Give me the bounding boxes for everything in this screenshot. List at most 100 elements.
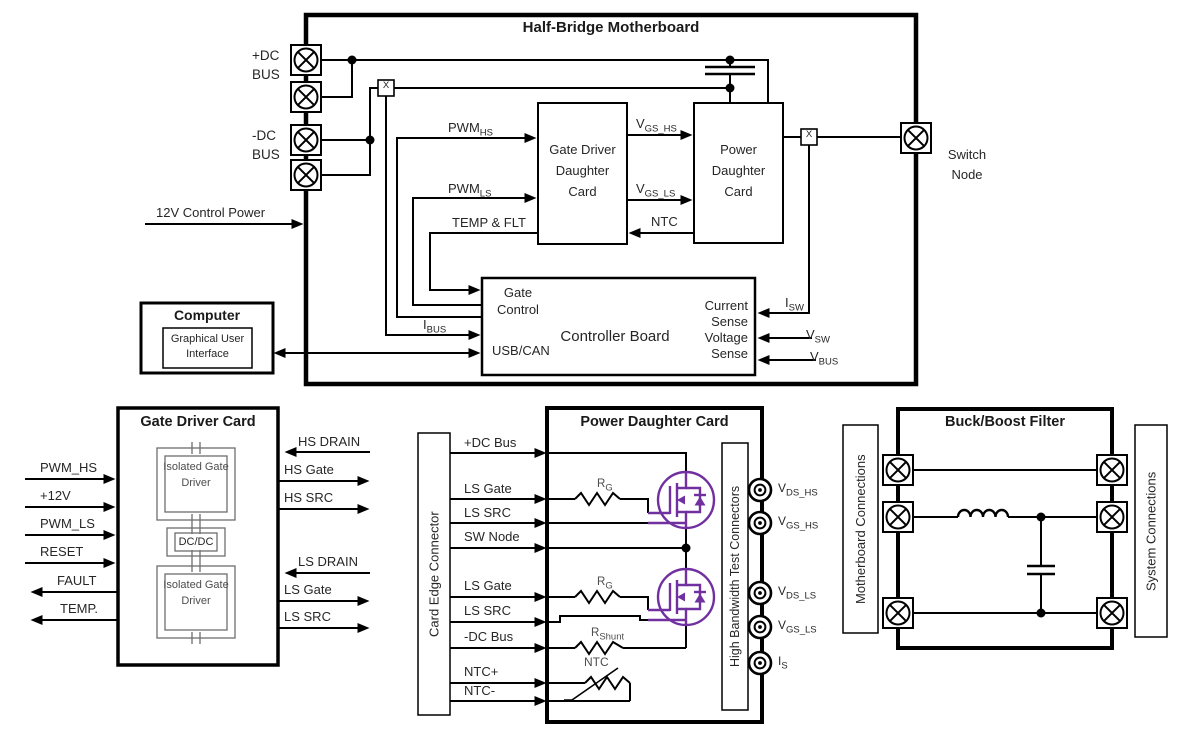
isolated-gate-driver-2-label: Isolated Gate Driver bbox=[163, 579, 229, 607]
dc-plus-jog-wire bbox=[321, 60, 353, 98]
vgs-hs-test-label: VGS_HS bbox=[778, 514, 819, 532]
temp-flt-label: TEMP & FLT bbox=[452, 215, 526, 230]
gate-driver-daughter-card-box bbox=[537, 102, 628, 245]
vds-ls-test-label: VDS_LS bbox=[778, 584, 817, 602]
control-power-label: 12V Control Power bbox=[156, 205, 266, 220]
vgs-ls-test-connector bbox=[747, 614, 773, 640]
rshunt-label: RShunt bbox=[591, 627, 625, 643]
vgs-ls-test-label: VGS_LS bbox=[778, 618, 817, 636]
temp-flt-wire bbox=[429, 232, 538, 295]
filter-left-connector-2 bbox=[882, 501, 914, 533]
rg1-resistor-icon bbox=[574, 491, 621, 507]
isolated-gate-driver-1-label: Isolated Gate Driver bbox=[163, 461, 229, 489]
vgs-hs-label: VGS_HS bbox=[636, 116, 677, 135]
gate-driver-daughter-card-label: Gate Driver Daughter Card bbox=[549, 142, 616, 199]
filter-right-connector-2 bbox=[1096, 501, 1128, 533]
card-edge-connector-box bbox=[417, 432, 451, 716]
test-connectors-box bbox=[721, 442, 749, 711]
system-connections-label: System Connections bbox=[1143, 471, 1159, 591]
filter-capacitor-icon bbox=[1027, 564, 1055, 576]
power-card-title: Power Daughter Card bbox=[580, 414, 729, 430]
card-edge-connector-label: Card Edge Connector bbox=[426, 511, 442, 637]
dc-minus-connector-2 bbox=[290, 159, 322, 191]
is-test-label: IS bbox=[778, 654, 788, 672]
motherboard-box bbox=[303, 12, 919, 387]
gui-box bbox=[162, 327, 253, 369]
dc-minus-rail-wire bbox=[321, 87, 378, 176]
vds-hs-test-label: VDS_HS bbox=[778, 481, 818, 499]
ibus-label: IBUS bbox=[423, 317, 447, 336]
ntc-component-label: NTC bbox=[584, 655, 609, 669]
filter-left-connector-1 bbox=[882, 454, 914, 486]
rg2-resistor-icon bbox=[574, 589, 621, 605]
vbus-label: VBUS bbox=[810, 349, 839, 368]
current-sense-label: Current Sense bbox=[704, 298, 748, 329]
controller-board-label: Controller Board bbox=[560, 328, 670, 345]
pin-label-dc-plus: +DC Bus bbox=[464, 435, 517, 450]
int-dc-plus-wire bbox=[547, 452, 687, 472]
isolated-gate-driver-chips bbox=[156, 442, 236, 644]
isw-label: ISW bbox=[785, 295, 804, 314]
gate-driver-card-title: Gate Driver Card bbox=[140, 414, 256, 430]
gdc-output-temp: TEMP. bbox=[60, 601, 99, 616]
vgs-ls-label: VGS_LS bbox=[636, 181, 676, 200]
low-side-mosfet-icon bbox=[646, 567, 716, 627]
gdc-hs-src-label: HS SRC bbox=[284, 490, 334, 505]
is-test-connector bbox=[747, 650, 773, 676]
dc-minus-connector-1 bbox=[290, 124, 322, 156]
pin-label-ls-src-1: LS SRC bbox=[464, 505, 511, 520]
dc-plus-connector-2 bbox=[290, 81, 322, 113]
vds-hs-test-connector bbox=[747, 477, 773, 503]
gdc-ls-src-label: LS SRC bbox=[284, 609, 331, 624]
pwm-ls-label: PWMLS bbox=[448, 181, 492, 200]
pwm-hs-label: PWMHS bbox=[448, 120, 493, 139]
gdc-input-reset: RESET bbox=[40, 544, 84, 559]
controller-board-box bbox=[480, 276, 757, 377]
gate-control-label: Gate Control bbox=[497, 285, 539, 317]
power-daughter-card-box bbox=[693, 102, 784, 244]
dclink-capacitor-icon bbox=[705, 65, 755, 76]
gdc-output-fault: FAULT bbox=[57, 573, 97, 588]
filter-left-connector-3 bbox=[882, 597, 914, 629]
gdc-input-pwm-hs: PWM_HS bbox=[40, 460, 98, 475]
pin-label-ls-gate-2: LS Gate bbox=[464, 578, 512, 593]
switch-current-sensor-box bbox=[800, 128, 818, 146]
filter-right-connector-1 bbox=[1096, 454, 1128, 486]
gdc-hs-drain-label: HS DRAIN bbox=[298, 434, 361, 449]
motherboard-connections-label: Motherboard Connections bbox=[853, 454, 868, 604]
gdc-ls-gate-label: LS Gate bbox=[284, 582, 332, 597]
junction-dots bbox=[347, 55, 1046, 618]
int-gate1-b bbox=[620, 498, 649, 513]
power-card-box bbox=[545, 406, 764, 724]
rshunt-resistor-icon bbox=[574, 640, 624, 656]
bus-current-sensor-x-label: X bbox=[382, 80, 390, 91]
computer-box bbox=[139, 301, 275, 375]
usb-can-label: USB/CAN bbox=[492, 343, 550, 358]
switch-node-connector bbox=[900, 122, 932, 154]
gdc-input-pwm-ls: PWM_LS bbox=[40, 516, 95, 531]
dc-plus-rail-wire bbox=[321, 59, 769, 103]
dc-plus-connector-1 bbox=[290, 44, 322, 76]
sensed-bus-wire bbox=[394, 87, 731, 103]
vgs-hs-test-connector bbox=[747, 510, 773, 536]
buck-boost-filter-title: Buck/Boost Filter bbox=[944, 414, 1066, 430]
gdc-input-12v: +12V bbox=[40, 488, 71, 503]
pin-label-sw-node: SW Node bbox=[464, 529, 520, 544]
pwm-hs-wire bbox=[396, 133, 537, 318]
pin-label-ntc-minus: NTC- bbox=[464, 683, 496, 698]
int-gate2-b bbox=[620, 596, 649, 610]
power-daughter-card-label: Power Daughter Card bbox=[711, 142, 766, 199]
test-connectors-label: High Bandwidth Test Connectors bbox=[728, 485, 742, 668]
ntc-signal-label: NTC bbox=[651, 214, 678, 229]
vds-ls-test-connector bbox=[747, 580, 773, 606]
pin-label-dc-minus: -DC Bus bbox=[464, 629, 514, 644]
pin-label-ls-gate-1: LS Gate bbox=[464, 481, 512, 496]
gdc-ls-drain-label: LS DRAIN bbox=[298, 554, 358, 569]
gui-label: Graphical User Interface bbox=[170, 333, 245, 360]
inductor-icon bbox=[956, 508, 1010, 518]
